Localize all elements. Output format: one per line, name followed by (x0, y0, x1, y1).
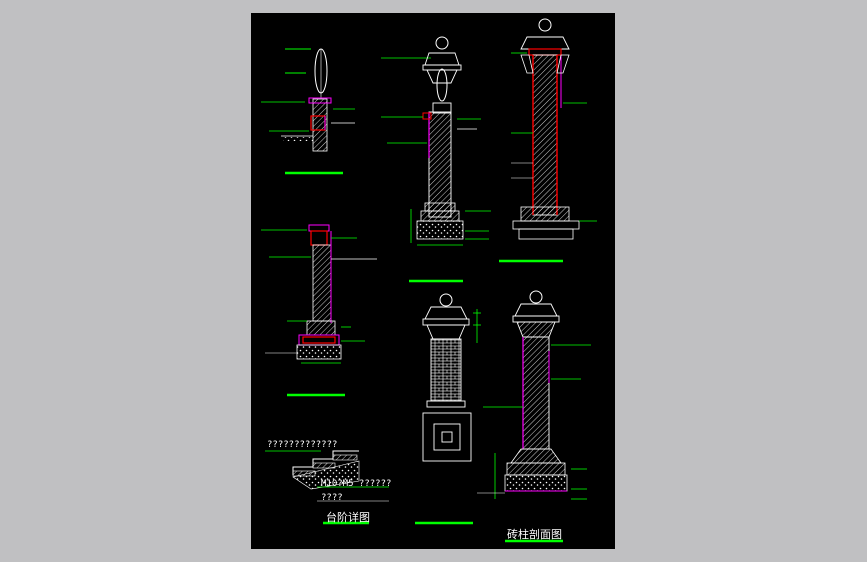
detail-pillar-section-large (477, 290, 591, 500)
detail-wall-section-2 (261, 224, 377, 397)
cad-drawing-sheet: ????????????? M10?M5 ?????? ???? 台阶详图 砖柱… (251, 13, 615, 549)
cad-drawing-canvas (261, 18, 597, 543)
step-note-2: M10?M5 ?????? (321, 479, 392, 489)
detail-pillar-with-lamp (381, 36, 491, 283)
step-note-3: ???? (321, 493, 343, 503)
detail-wall-section-1 (261, 48, 355, 175)
title-pillar-section: 砖柱剖面图 (507, 528, 562, 541)
step-note-1: ????????????? (267, 440, 338, 450)
title-step-detail: 台阶详图 (326, 511, 370, 524)
detail-step (265, 450, 563, 543)
detail-tall-pillar-section (499, 18, 597, 263)
detail-pillar-plan (415, 412, 473, 525)
detail-brick-pillar-elevation (422, 293, 481, 408)
